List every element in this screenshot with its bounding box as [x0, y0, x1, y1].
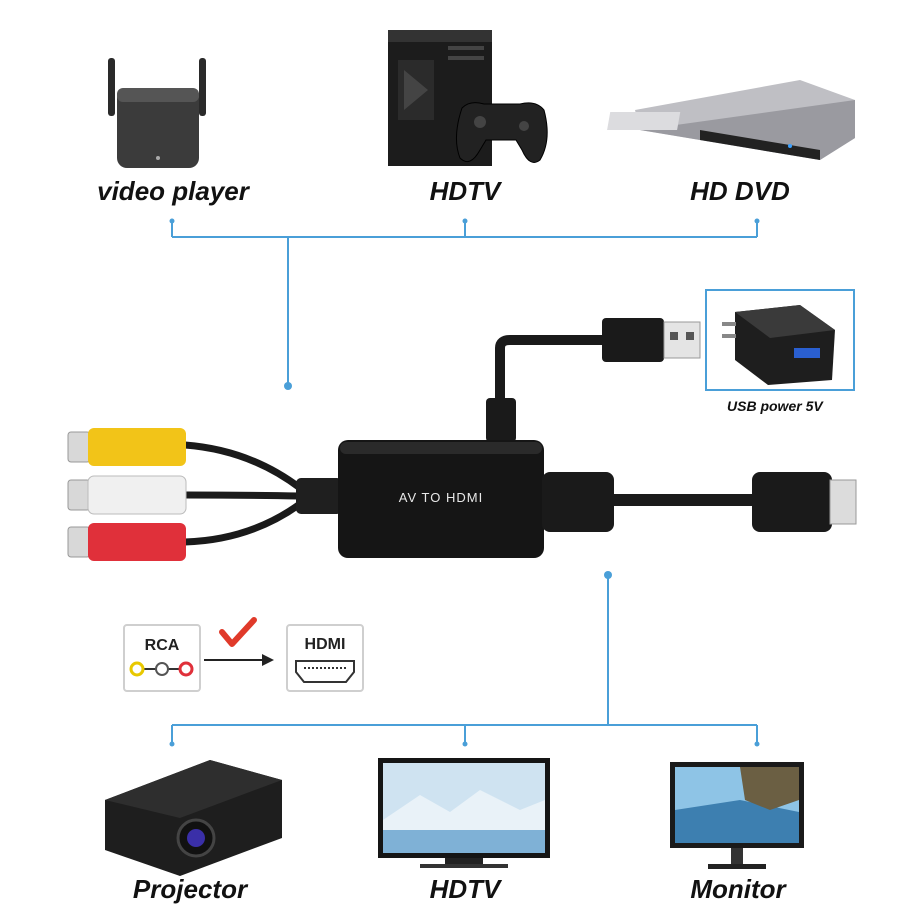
usb-charger-image: [722, 305, 835, 385]
hdmi-icon-box: [286, 624, 364, 692]
label-monitor: Monitor: [690, 874, 786, 904]
av-to-hdmi-converter: [338, 440, 544, 558]
label-hdtv-output: HDTV: [429, 874, 501, 904]
rca-plug-red: [67, 523, 186, 561]
bottom-line-start-dot: [604, 571, 612, 579]
bottom-connector-lines: [171, 576, 758, 742]
rca-icon-label: RCA: [145, 637, 180, 654]
flat-tv-image: [378, 758, 550, 868]
rca-cables: [184, 441, 342, 546]
rca-plug-white: [67, 475, 187, 515]
hdmi-icon-label: HDMI: [305, 636, 346, 653]
arrow-right-icon: [204, 654, 274, 666]
hd-dvd-player-image: [607, 80, 855, 160]
label-hdtv-source: HDTV: [429, 176, 501, 206]
converter-label: AV TO HDMI: [399, 490, 483, 505]
rca-plug-yellow: [67, 428, 186, 466]
label-usb-power: USB power 5V: [727, 398, 823, 414]
label-projector: Projector: [132, 874, 248, 904]
checkmark-icon: [219, 617, 257, 647]
top-line-end-dot: [284, 382, 292, 390]
label-video-player: video player: [97, 176, 249, 206]
rca-icon-box: [123, 624, 201, 692]
monitor-image: [670, 762, 804, 869]
hdmi-cable: [542, 472, 857, 532]
top-connector-lines: [171, 222, 758, 385]
video-player-image: [108, 58, 206, 168]
usb-cable: [486, 318, 701, 442]
game-console-image: [388, 30, 548, 166]
projector-image: [105, 760, 282, 876]
label-hd-dvd: HD DVD: [690, 176, 790, 206]
